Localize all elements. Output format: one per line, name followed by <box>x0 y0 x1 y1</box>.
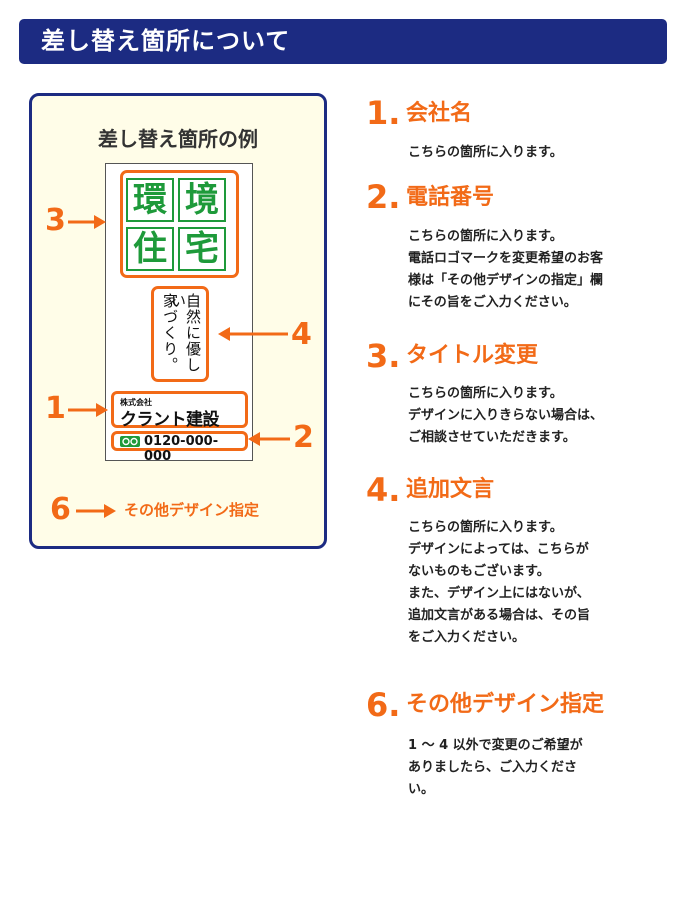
callout-2: 2 <box>293 420 314 455</box>
callout-1: 1 <box>45 391 66 426</box>
company-name: クラント建設 <box>120 410 220 430</box>
arrow-right-icon <box>68 403 108 417</box>
tile: 宅 <box>178 227 226 271</box>
section-number: 3. <box>366 337 401 375</box>
callout-3: 3 <box>45 203 66 238</box>
phone-number: 0120-000-000 <box>144 434 219 464</box>
company-name-box: 株式会社 クラント建設 <box>111 391 248 430</box>
section-title: その他デザイン指定 <box>406 692 605 717</box>
company-type: 株式会社 <box>120 398 152 407</box>
tile: 住 <box>126 227 174 271</box>
section-title: 電話番号 <box>406 185 495 210</box>
section-number: 2. <box>366 178 401 216</box>
callout-4: 4 <box>291 317 312 352</box>
sign-mockup: 環 境 住 宅 自然に優しい 家づくり。 株式会社 クラント建設 0120-00… <box>105 163 253 464</box>
arrow-left-icon <box>218 327 288 341</box>
tile: 環 <box>126 178 174 222</box>
vertical-text-line: 自然に優しい <box>169 293 202 373</box>
section-description: こちらの箇所に入ります。 電話ロゴマークを変更希望のお客 様は「その他デザインの… <box>408 229 604 310</box>
vertical-text-line: 家づくり。 <box>161 293 179 373</box>
phone-box: 0120-000-000 <box>111 431 248 464</box>
section-number: 6. <box>366 686 401 724</box>
arrow-right-icon <box>76 504 116 518</box>
page-title: 差し替え箇所について <box>41 27 291 55</box>
additional-text-box: 自然に優しい 家づくり。 <box>151 286 209 382</box>
callout-6: 6 <box>50 492 71 527</box>
section-number: 1. <box>366 94 401 132</box>
section-description: こちらの箇所に入ります。 デザインによっては、こちらが ないものもございます。 … <box>408 520 591 645</box>
title-tiles: 環 境 住 宅 <box>120 170 239 278</box>
section-description: こちらの箇所に入ります。 <box>408 145 563 160</box>
other-design-label: その他デザイン指定 <box>124 501 260 519</box>
arrow-left-icon <box>248 432 290 446</box>
section-number: 4. <box>366 471 401 509</box>
free-dial-icon <box>120 436 140 447</box>
page-header: 差し替え箇所について <box>19 19 667 64</box>
section-description: こちらの箇所に入ります。 デザインに入りきらない場合は、 ご相談させていただきま… <box>408 386 604 445</box>
section-title: 会社名 <box>406 101 473 126</box>
section-title: 追加文言 <box>406 477 495 502</box>
tile: 境 <box>178 178 226 222</box>
section-description: 1 ～ 4 以外で変更のご希望が ありましたら、ご入力くださ い。 <box>408 738 583 797</box>
example-title: 差し替え箇所の例 <box>98 127 258 151</box>
example-panel: 差し替え箇所の例 環 境 住 宅 自然に優しい 家づくり。 株式会社 クラント建… <box>29 93 327 549</box>
section-title: タイトル変更 <box>406 343 539 368</box>
arrow-right-icon <box>68 215 106 229</box>
